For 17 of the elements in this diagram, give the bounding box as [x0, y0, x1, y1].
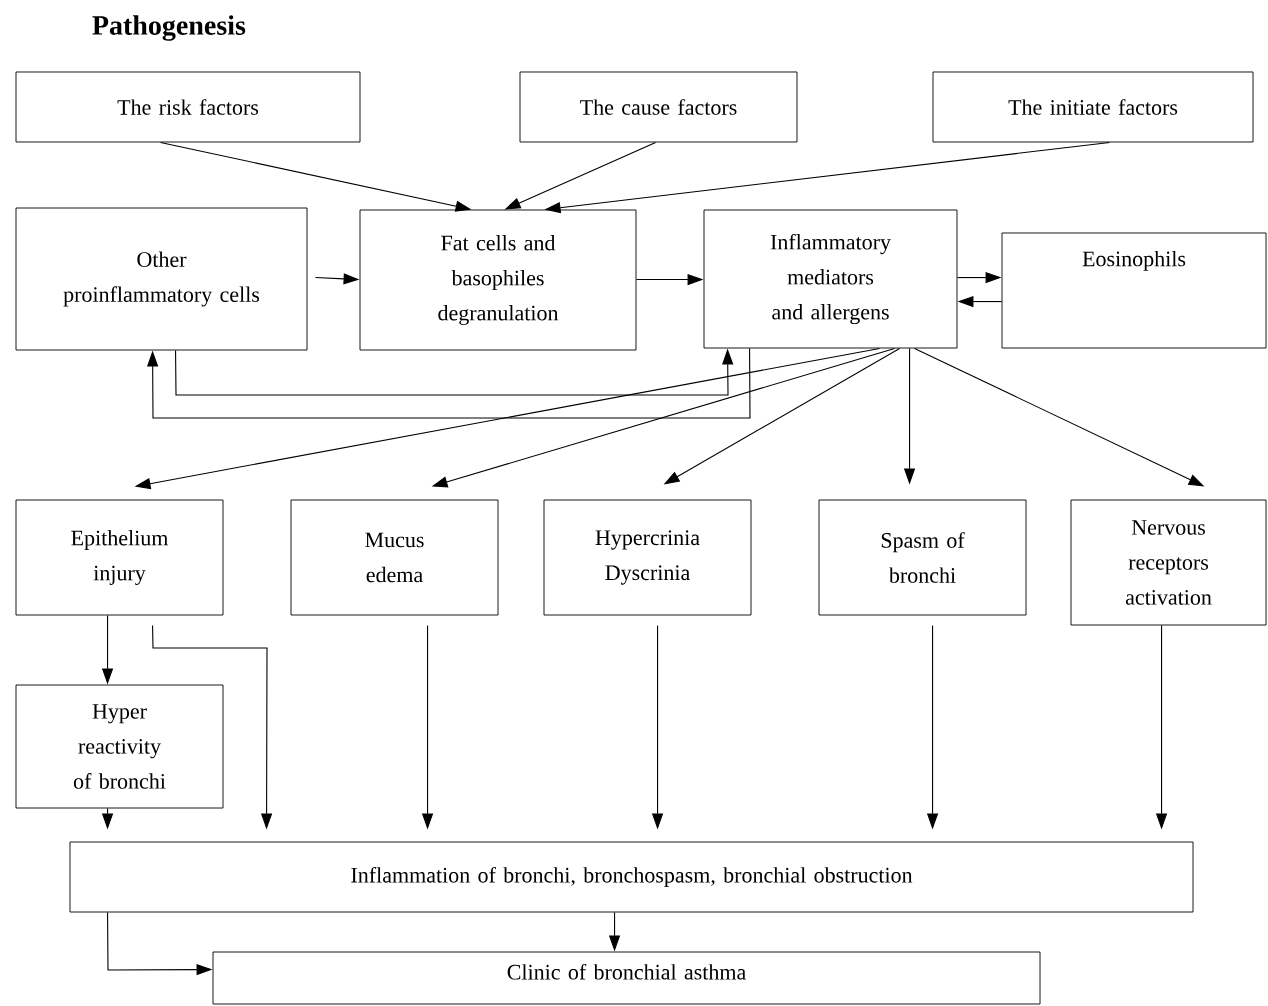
process-box: Fat cells and basophiles degranulation [359, 209, 637, 351]
title: Pathogenesis [92, 15, 246, 41]
process-box: The risk factors [15, 71, 361, 143]
process-box: Hyper reactivity of bronchi [15, 684, 224, 809]
process-box: Mucus edema [290, 499, 499, 616]
process-box: Hypercrinia Dyscrinia [543, 499, 752, 616]
process-box: Clinic of bronchial asthma [212, 951, 1041, 1005]
process-box: The cause factors [519, 71, 798, 143]
process-box: The initiate factors [932, 71, 1254, 143]
process-box: Eosinophils [1001, 232, 1267, 349]
process-box: Inflammation of bronchi, bronchospasm, bronchial obstruction [69, 841, 1194, 913]
process-box: Other proinflammatory cells [15, 207, 308, 351]
process-box: Nervous receptors activation [1070, 499, 1267, 626]
process-box: Inflammatory mediators and allergens [703, 209, 958, 349]
process-box: Spasm of bronchi [818, 499, 1027, 616]
arrow [147, 347, 751, 419]
process-box: Epithelium injury [15, 499, 224, 616]
